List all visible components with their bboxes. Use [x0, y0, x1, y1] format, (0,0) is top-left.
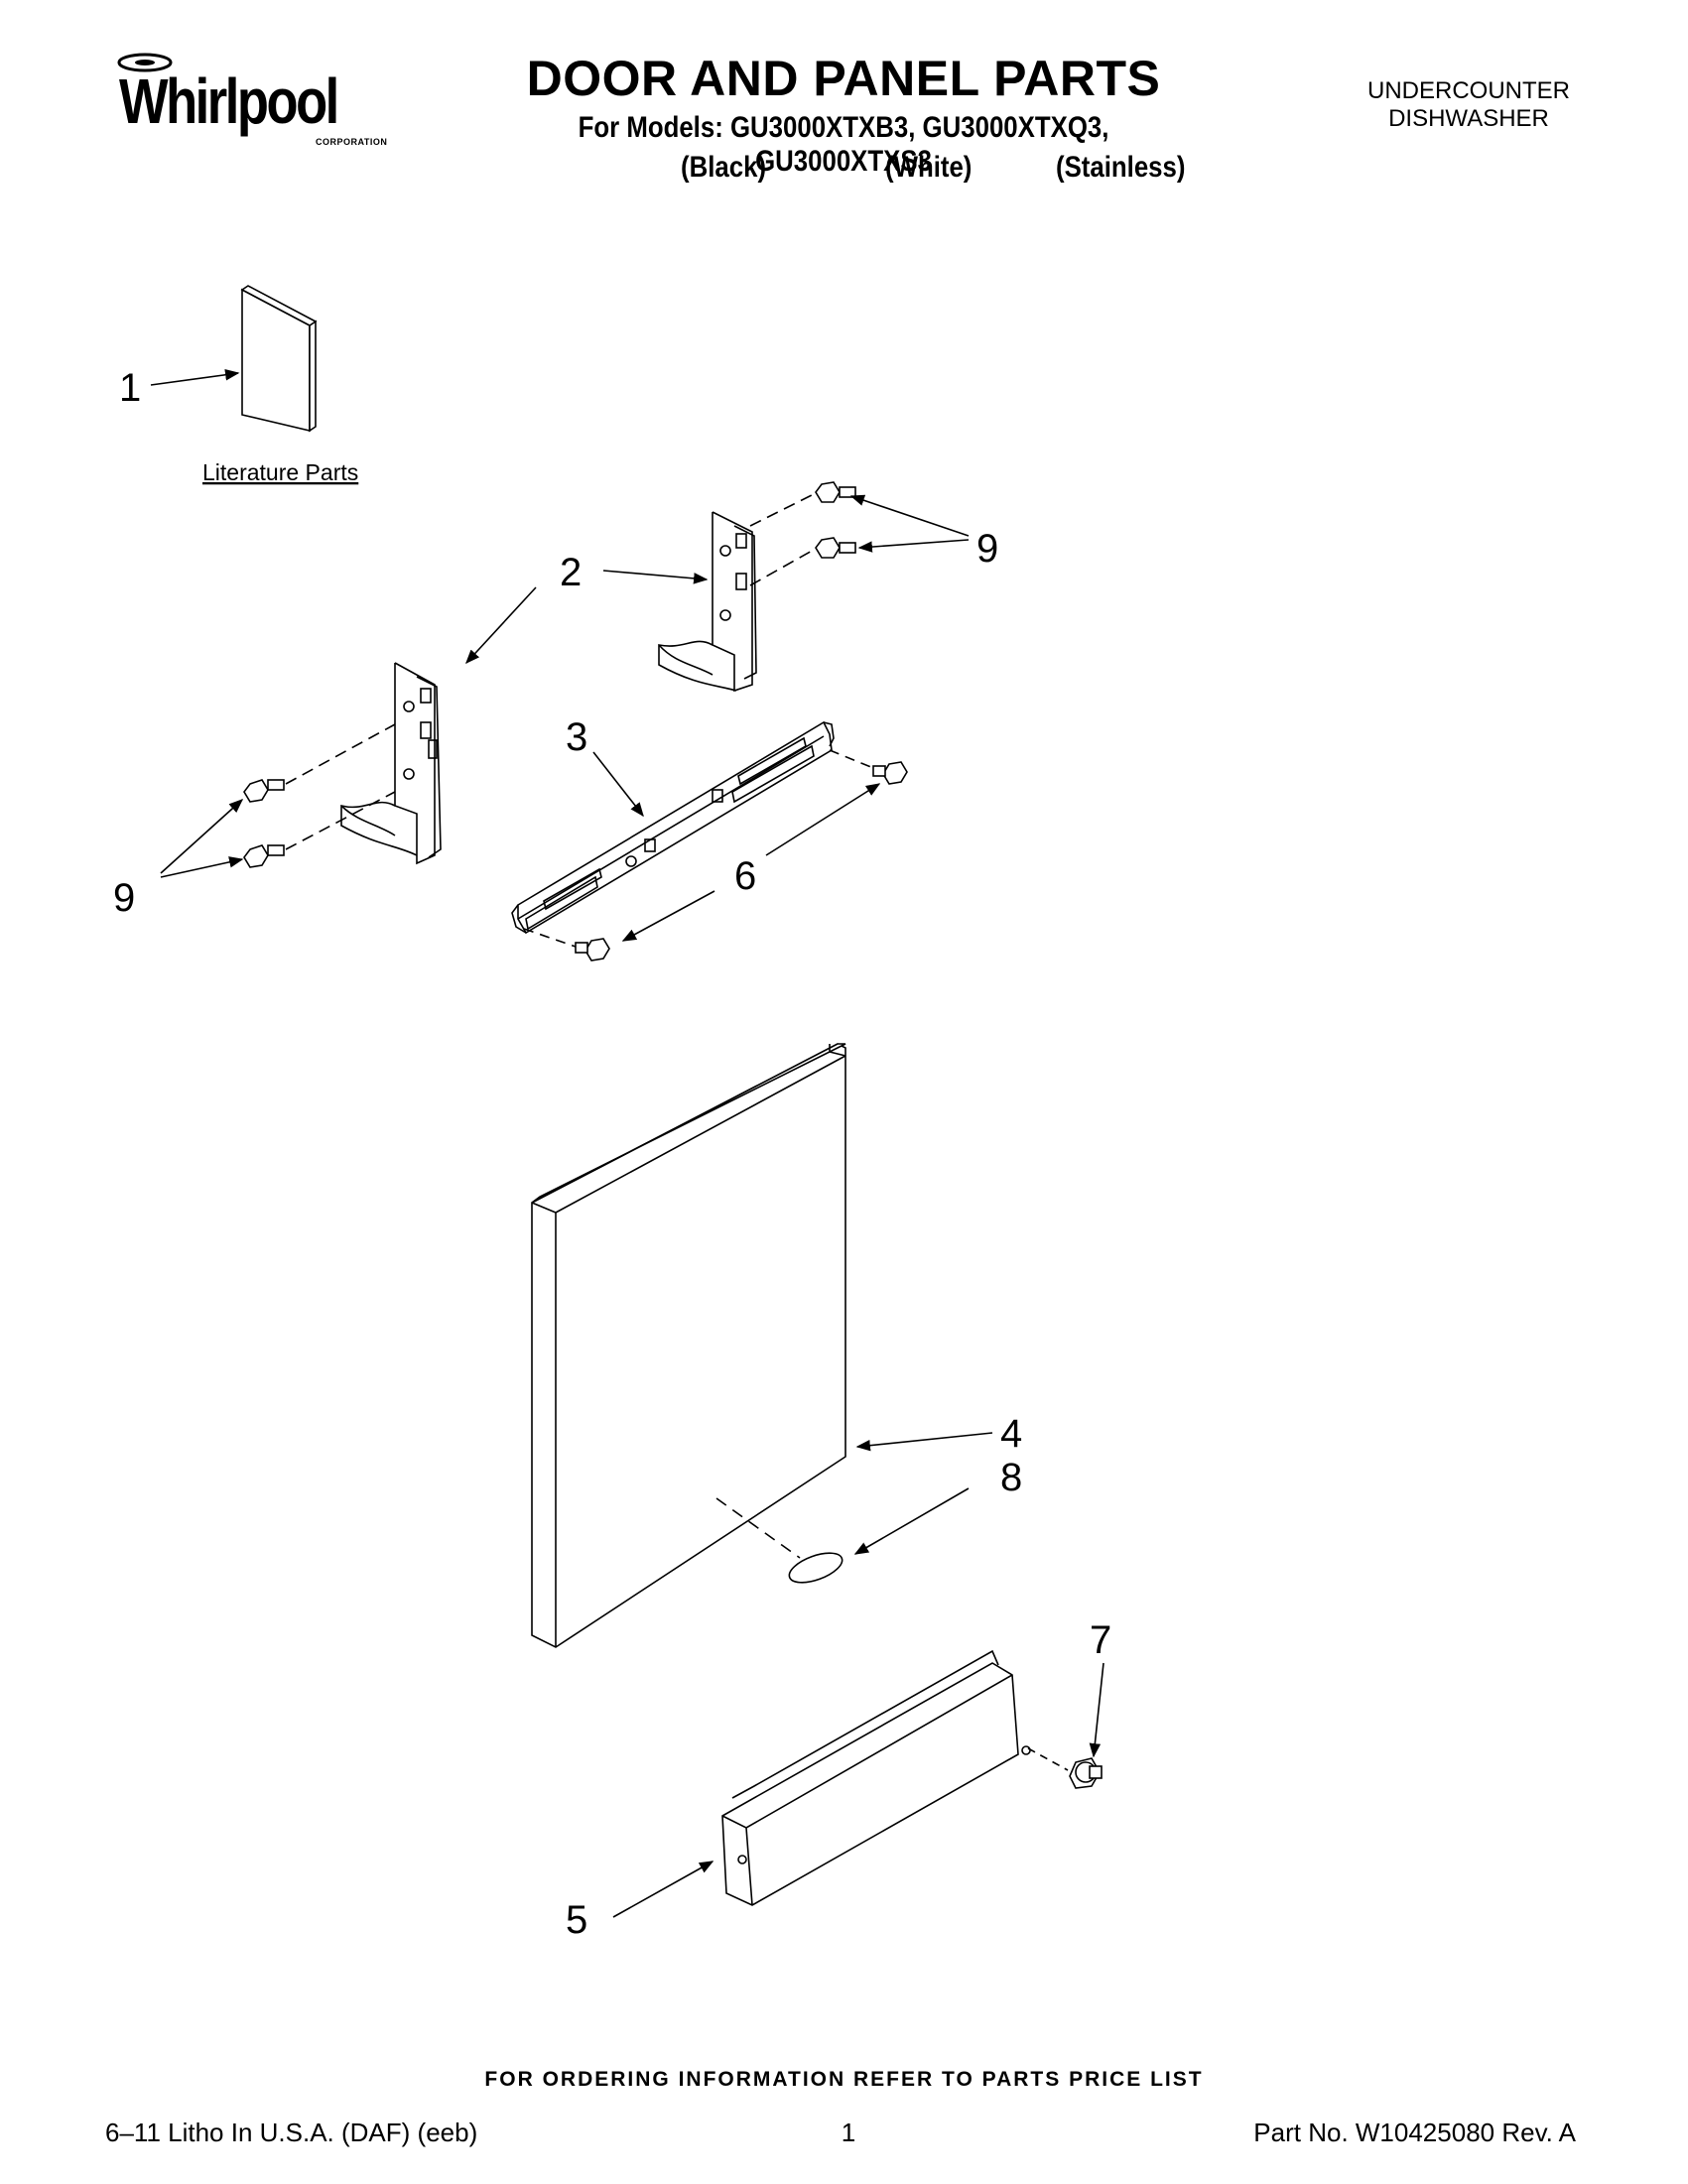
callout-9-left: 9 — [113, 876, 135, 920]
screw-7 — [1069, 1757, 1103, 1789]
callout-7: 7 — [1090, 1618, 1111, 1662]
leader-9-left-a — [160, 799, 244, 874]
logo-swirl-icon — [117, 53, 173, 72]
leader-9-top-b — [857, 539, 970, 553]
literature-part-1 — [240, 285, 318, 433]
leader-1 — [150, 369, 240, 386]
toe-panel-5 — [721, 1649, 1031, 1906]
category-line-1: UNDERCOUNTER — [1367, 77, 1570, 104]
screw-9-left-b — [243, 844, 285, 868]
appliance-category: UNDERCOUNTER DISHWASHER — [1320, 77, 1618, 133]
variant-stainless: (Stainless) — [1056, 151, 1186, 184]
callout-4: 4 — [1000, 1412, 1022, 1456]
variant-white: (White) — [885, 151, 973, 184]
screw-9-top-b — [815, 537, 856, 559]
callout-9-top: 9 — [976, 527, 998, 571]
callout-8: 8 — [1000, 1456, 1022, 1499]
leader-7 — [1089, 1662, 1104, 1758]
logo-wordmark: Whirlpool — [119, 65, 339, 137]
callout-5: 5 — [566, 1898, 587, 1942]
category-line-2: DISHWASHER — [1388, 105, 1549, 132]
print-info: 6–11 Litho In U.S.A. (DAF) (eeb) — [105, 2118, 478, 2147]
screw-9-left-a — [243, 779, 285, 803]
callout-1: 1 — [119, 366, 141, 410]
leader-6b — [621, 890, 715, 942]
door-bracket-left — [340, 662, 442, 865]
screw-9-top-a — [815, 481, 856, 503]
whirlpool-logo: Whirlpool CORPORATION — [111, 52, 387, 161]
part-number: Part No. W10425080 Rev. A — [1253, 2118, 1576, 2147]
screw-6-left — [575, 938, 610, 962]
page-title: DOOR AND PANEL PARTS — [526, 51, 1161, 106]
badge-8 — [788, 1552, 844, 1584]
literature-parts-label: Literature Parts — [202, 459, 358, 485]
mounting-rail-3 — [511, 720, 835, 935]
leader-2b — [465, 586, 537, 665]
page-number: 1 — [841, 2118, 856, 2147]
leader-8 — [853, 1487, 970, 1555]
callout-6: 6 — [734, 854, 756, 898]
leader-5 — [612, 1861, 714, 1918]
leader-6a — [765, 783, 881, 856]
leader-9-left-b — [160, 856, 244, 878]
logo-corporation: CORPORATION — [316, 137, 388, 147]
leader-4 — [855, 1432, 993, 1452]
variant-black: (Black) — [681, 151, 767, 184]
leader-2a — [602, 570, 709, 584]
door-panel-4 — [531, 1043, 846, 1648]
screw-6-right — [872, 761, 908, 785]
model-list: For Models: GU3000XTXB3, GU3000XTXQ3, GU… — [578, 111, 1109, 178]
leader-9-top-a — [849, 494, 970, 537]
callout-3: 3 — [566, 715, 587, 759]
ordering-note: FOR ORDERING INFORMATION REFER TO PARTS … — [484, 2068, 1204, 2091]
callout-2: 2 — [560, 551, 582, 594]
leader-3 — [592, 751, 644, 818]
door-bracket-right — [658, 511, 757, 693]
